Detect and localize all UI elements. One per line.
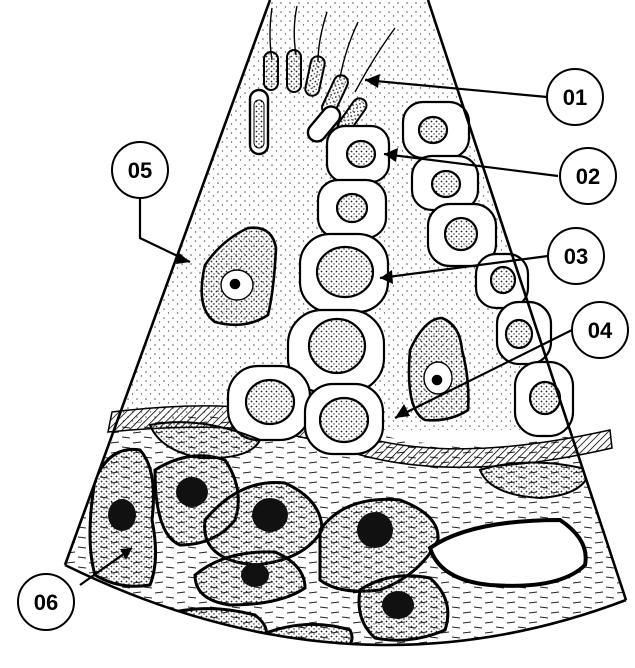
label-05-text: 05	[128, 158, 152, 183]
label-04-text: 04	[588, 318, 613, 343]
label-05: 05	[112, 142, 168, 198]
label-06-text: 06	[34, 590, 58, 615]
label-01-text: 01	[563, 85, 587, 110]
label-03: 03	[548, 228, 604, 284]
label-04: 04	[572, 302, 628, 358]
label-01: 01	[547, 69, 603, 125]
label-02: 02	[560, 148, 616, 204]
label-02-text: 02	[576, 164, 600, 189]
label-06: 06	[18, 574, 74, 630]
label-03-text: 03	[564, 244, 588, 269]
